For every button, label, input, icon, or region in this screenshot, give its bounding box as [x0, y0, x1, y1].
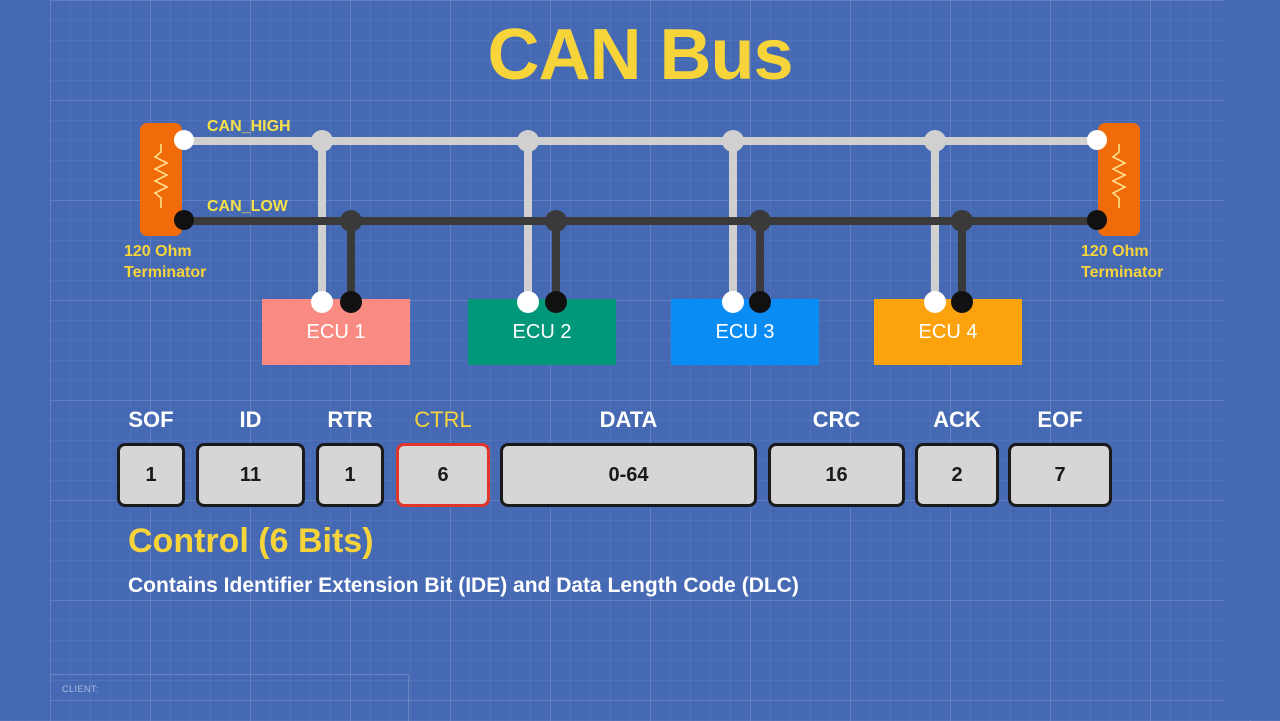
field-box-ack: 2: [915, 443, 999, 507]
left-frame-strip: [0, 0, 50, 720]
field-bits-ack: 2: [951, 463, 963, 486]
left-resistor-icon: [153, 144, 169, 208]
ecu-2-box: ECU 2: [468, 299, 616, 365]
right-terminator-label-line2: Terminator: [1081, 264, 1164, 281]
can-low-label: CAN_LOW: [207, 198, 288, 215]
right-high-end: [1087, 130, 1107, 150]
ecu-4-label: ECU 4: [918, 320, 978, 343]
junction-low-4: [951, 210, 973, 232]
field-box-id: 11: [196, 443, 305, 507]
ecu-3-box: ECU 3: [671, 299, 819, 365]
field-label-eof: EOF: [1037, 407, 1083, 432]
ecu-1-label: ECU 1: [306, 320, 366, 343]
left-terminator-label: 120 Ohm Terminator: [124, 241, 206, 283]
field-bits-rtr: 1: [344, 463, 356, 486]
field-bits-data: 0-64: [608, 463, 649, 486]
field-label-id: ID: [239, 407, 262, 432]
right-resistor-icon: [1111, 144, 1127, 208]
right-frame-strip: [1224, 0, 1280, 720]
junction-high-2: [517, 130, 539, 152]
right-terminator-label: 120 Ohm Terminator: [1081, 241, 1163, 283]
junction-low-2: [545, 210, 567, 232]
field-box-crc: 16: [768, 443, 905, 507]
ecu-4-box: ECU 4: [874, 299, 1022, 365]
field-bits-eof: 7: [1054, 463, 1066, 486]
can-bus-wiring: [140, 123, 1140, 302]
field-bits-ctrl: 6: [437, 463, 449, 486]
diagram-title: CAN Bus: [487, 15, 793, 95]
ecu-2-label: ECU 2: [512, 320, 572, 343]
can-high-label: CAN_HIGH: [207, 118, 291, 135]
field-box-sof: 1: [117, 443, 185, 507]
field-box-data: 0-64: [500, 443, 757, 507]
left-terminator-label-line1: 120 Ohm: [124, 243, 192, 260]
field-bits-sof: 1: [145, 463, 157, 486]
client-panel: CLIENT:: [50, 674, 409, 721]
client-label: CLIENT:: [62, 684, 100, 694]
field-box-eof: 7: [1008, 443, 1112, 507]
field-label-data: DATA: [599, 407, 658, 432]
field-label-crc: CRC: [812, 407, 861, 432]
left-low-end: [174, 210, 194, 230]
junction-low-3: [749, 210, 771, 232]
junction-high-4: [924, 130, 946, 152]
field-label-rtr: RTR: [327, 407, 373, 432]
field-bits-id: 11: [239, 463, 262, 486]
section-description: Contains Identifier Extension Bit (IDE) …: [128, 574, 799, 597]
field-label-ack: ACK: [933, 407, 981, 432]
junction-high-1: [311, 130, 333, 152]
ecu-1-box: ECU 1: [262, 299, 410, 365]
right-terminator-label-line1: 120 Ohm: [1081, 243, 1149, 260]
left-terminator: [140, 123, 182, 236]
section-title: Control (6 Bits): [128, 522, 374, 560]
field-bits-crc: 16: [825, 463, 848, 486]
left-high-end: [174, 130, 194, 150]
field-box-ctrl: 6: [396, 443, 490, 507]
right-low-end: [1087, 210, 1107, 230]
field-label-ctrl: CTRL: [414, 407, 472, 432]
right-terminator: [1098, 123, 1140, 236]
field-label-sof: SOF: [128, 407, 174, 432]
junction-high-3: [722, 130, 744, 152]
field-box-rtr: 1: [316, 443, 384, 507]
left-terminator-label-line2: Terminator: [124, 264, 207, 281]
ecu-3-label: ECU 3: [715, 320, 775, 343]
junction-low-1: [340, 210, 362, 232]
